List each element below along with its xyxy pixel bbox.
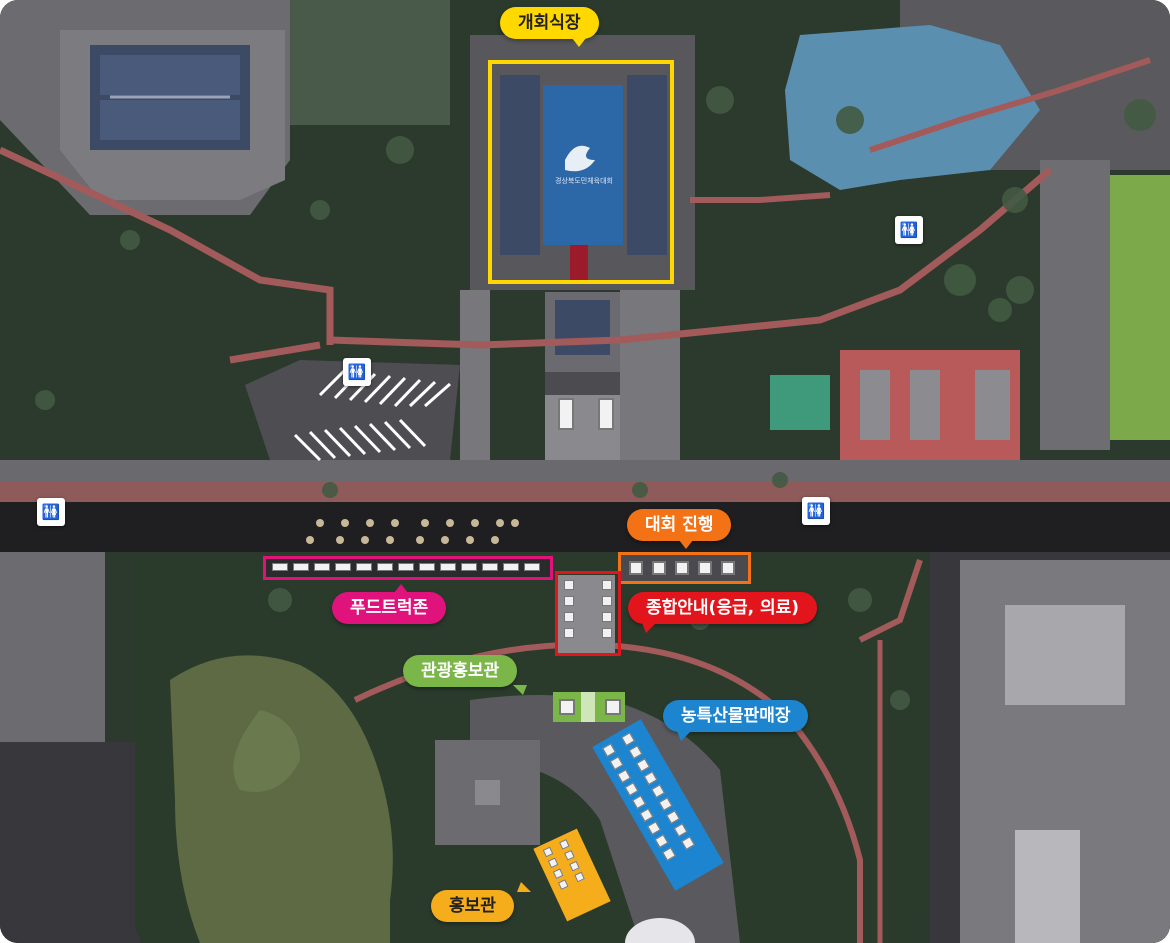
- market-stall: [609, 756, 624, 770]
- promo-booth: [564, 849, 575, 861]
- food-truck-zone-area: [263, 556, 553, 580]
- label-food-truck-zone[interactable]: 푸드트럭존: [332, 584, 447, 624]
- food-truck: [398, 563, 414, 571]
- label-promo-hall[interactable]: 홍보관: [431, 882, 531, 922]
- market-stall: [654, 834, 669, 848]
- market-stall: [617, 769, 631, 783]
- label-opening-ceremony[interactable]: 개회식장: [500, 7, 599, 47]
- promo-booth: [559, 839, 570, 850]
- market-stall: [632, 795, 646, 809]
- ops-tent: [675, 561, 689, 575]
- info-center-area: [555, 571, 621, 656]
- promo-booth: [574, 871, 585, 883]
- ops-tent: [629, 561, 643, 575]
- info-tent: [564, 628, 574, 638]
- promo-booth: [547, 857, 559, 869]
- market-stall: [639, 808, 654, 822]
- market-stall: [666, 810, 680, 824]
- market-stall: [647, 821, 661, 835]
- label-tourism-promo[interactable]: 관광홍보관: [403, 655, 527, 695]
- market-stall: [658, 797, 673, 811]
- food-truck: [461, 563, 477, 571]
- promo-booth: [557, 879, 569, 890]
- label-tourism-promo-text: 관광홍보관: [421, 661, 500, 681]
- food-truck: [314, 563, 330, 571]
- info-tent: [602, 628, 612, 638]
- label-food-truck-zone-text: 푸드트럭존: [350, 598, 429, 618]
- market-stall: [628, 745, 643, 759]
- food-truck: [272, 563, 288, 571]
- market-stall: [621, 732, 635, 746]
- restroom-icon[interactable]: 🚻: [37, 498, 65, 526]
- market-stall: [602, 743, 616, 757]
- restroom-icon[interactable]: 🚻: [343, 358, 371, 386]
- label-agri-market-text: 농특산물판매장: [681, 706, 791, 726]
- label-agri-market[interactable]: 농특산물판매장: [663, 700, 809, 741]
- info-tent: [564, 596, 574, 606]
- entry-gate-left: [558, 398, 574, 430]
- stadium-logo-text: 경상북도민체육대회: [555, 177, 613, 185]
- food-truck: [503, 563, 519, 571]
- info-tent: [602, 580, 612, 590]
- food-truck: [335, 563, 351, 571]
- food-truck: [356, 563, 372, 571]
- label-competition-ops[interactable]: 대회 진행: [627, 509, 732, 549]
- info-tent: [564, 580, 574, 590]
- food-truck: [419, 563, 435, 571]
- restroom-icon[interactable]: 🚻: [895, 216, 923, 244]
- restroom-icon[interactable]: 🚻: [802, 497, 830, 525]
- market-stall: [681, 836, 695, 850]
- market-stall: [651, 784, 665, 798]
- food-truck: [377, 563, 393, 571]
- food-truck: [293, 563, 309, 571]
- promo-tent: [559, 699, 575, 715]
- ops-tent: [721, 561, 735, 575]
- promo-booth: [569, 860, 580, 872]
- opening-ceremony-area: [488, 60, 674, 284]
- label-info-center-text: 종합안내(응급, 의료): [646, 598, 800, 618]
- promo-booth: [542, 846, 554, 858]
- market-stall: [643, 771, 658, 785]
- food-truck: [482, 563, 498, 571]
- food-truck: [440, 563, 456, 571]
- promo-tent-center: [581, 692, 595, 722]
- promo-booth: [552, 868, 564, 880]
- info-tent: [602, 596, 612, 606]
- label-competition-ops-text: 대회 진행: [645, 515, 714, 535]
- market-stall: [673, 823, 688, 837]
- ops-tent: [652, 561, 666, 575]
- food-truck: [524, 563, 540, 571]
- market-stall: [636, 758, 650, 772]
- label-opening-ceremony-text: 개회식장: [518, 13, 581, 33]
- ops-tent: [698, 561, 712, 575]
- label-promo-hall-text: 홍보관: [449, 896, 496, 916]
- info-tent: [602, 612, 612, 622]
- market-stall: [624, 782, 639, 796]
- tourism-promo-area: [553, 692, 625, 722]
- market-stall: [662, 847, 676, 861]
- promo-tent: [605, 699, 621, 715]
- label-info-center[interactable]: 종합안내(응급, 의료): [628, 592, 818, 633]
- info-tent: [564, 612, 574, 622]
- entry-gate-right: [598, 398, 614, 430]
- competition-ops-area: [618, 552, 751, 584]
